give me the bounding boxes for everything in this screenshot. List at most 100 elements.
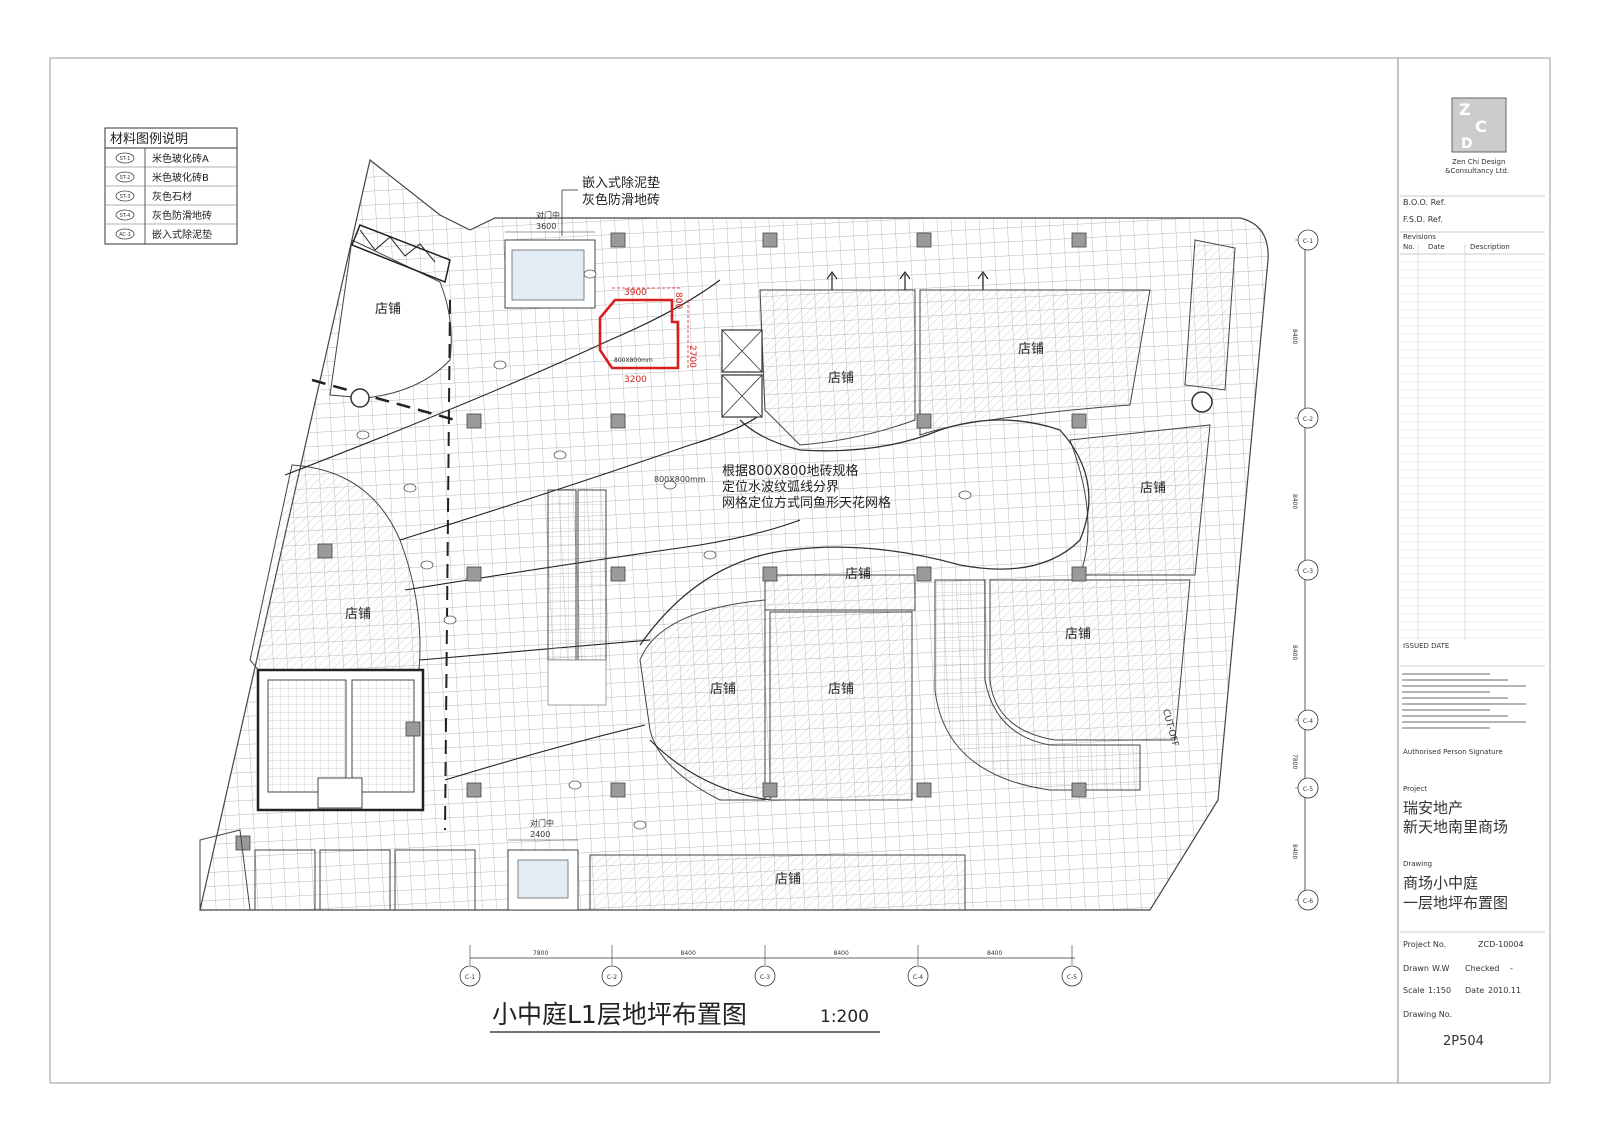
drawn-value: W.W <box>1432 964 1450 973</box>
date-value: 2010.11 <box>1488 986 1522 995</box>
shop-bottom <box>589 854 966 911</box>
trellis <box>351 224 451 284</box>
grid-bubble-label: C-5 <box>1303 786 1313 793</box>
drawing-label: Drawing <box>1403 860 1433 868</box>
shop-top-right <box>919 289 1151 436</box>
project-no-value: ZCD-10004 <box>1478 940 1524 949</box>
shop-right-middle <box>989 579 1191 741</box>
date-label: Date <box>1465 986 1485 995</box>
grid-bubble <box>1297 407 1319 429</box>
project-no-label: Project No. <box>1403 940 1447 949</box>
shop-label: 店铺 <box>775 872 801 887</box>
shop-label: 店铺 <box>845 567 871 582</box>
grid-bubble <box>1297 709 1319 731</box>
legend-code: ST-2 <box>120 175 131 181</box>
checked-value: - <box>1510 964 1513 973</box>
boo-ref: B.O.O. Ref. <box>1403 198 1446 207</box>
shop-label: 店铺 <box>1065 627 1091 642</box>
checked-label: Checked <box>1465 964 1500 973</box>
issued-date-label: ISSUED DATE <box>1403 642 1450 650</box>
grid-bubble-label: C-3 <box>1303 568 1313 575</box>
grid-bubble <box>1297 559 1319 581</box>
svg-text:C: C <box>1475 117 1487 136</box>
floor-markers <box>356 269 972 830</box>
project-label: Project <box>1403 785 1427 793</box>
grid-bubble-label: C-1 <box>465 974 475 981</box>
grid-note-line1: 根据800X800地砖规格 <box>722 463 859 479</box>
legend-label: 米色玻化砖B <box>152 171 209 184</box>
shop-label: 店铺 <box>375 302 401 317</box>
title-block: Z C D <box>1400 97 1545 933</box>
svg-text:D: D <box>1461 136 1473 152</box>
legend-symbol <box>115 190 135 202</box>
rev-no-label: No. <box>1403 243 1415 251</box>
grid-bubble <box>754 965 776 987</box>
service-room-3 <box>394 849 476 911</box>
sheet-border <box>49 57 1551 1084</box>
door-label-bottom: 对门中 <box>530 818 554 828</box>
service-room-2 <box>319 849 391 911</box>
door-arrows <box>826 270 989 290</box>
drawing-no-label: Drawing No. <box>1403 1010 1453 1019</box>
shop-label: 店铺 <box>1018 342 1044 357</box>
shop-middle-top <box>764 574 916 611</box>
legend-title: 材料图例说明 <box>110 132 188 147</box>
authorised-signature-label: Authorised Person Signature <box>1403 748 1503 756</box>
shop-label: 店铺 <box>828 682 854 697</box>
legend-code: AC-1 <box>119 232 131 238</box>
revisions-label: Revisions <box>1403 233 1436 241</box>
red-dim-top: 3900 <box>624 288 647 298</box>
grid-bubble-label: C-4 <box>1303 718 1313 725</box>
legend-code: ST-3 <box>120 194 131 200</box>
bottom-dimension: 8400 <box>681 950 696 957</box>
arc-line-5 <box>444 724 646 781</box>
escalator-landing <box>547 659 607 706</box>
grid-note-line2: 定位水波纹弧线分界 <box>722 480 839 495</box>
grid-bubble-label: C-4 <box>913 974 923 981</box>
grid-bubble-label: C-2 <box>1303 416 1313 423</box>
grid-bubble <box>459 965 481 987</box>
legend-label: 灰色石材 <box>152 190 192 203</box>
shop-upper-left <box>329 239 452 399</box>
svg-text:Z: Z <box>1459 100 1471 119</box>
shop-label: 店铺 <box>710 682 736 697</box>
drawing-line1: 商场小中庭 <box>1403 874 1479 892</box>
right-dimension: 8400 <box>1291 645 1298 660</box>
entrance-note-line1: 嵌入式除泥垫 <box>582 175 660 191</box>
project-line2: 新天地南里商场 <box>1403 818 1509 836</box>
toilet-room-left <box>267 679 347 793</box>
grid-bubble <box>1297 229 1319 251</box>
shop-right <box>1069 424 1211 576</box>
dashed-boundary-diagonal <box>311 378 456 422</box>
legend-code: ST-1 <box>120 156 131 162</box>
bottom-dimension: 8400 <box>987 950 1002 957</box>
arc-line-3 <box>404 519 801 591</box>
dashed-boundary-vertical <box>444 299 451 831</box>
door-dim-top: 3600 <box>536 222 556 231</box>
wave-boundary <box>639 419 1090 646</box>
arc-line-6 <box>649 739 771 801</box>
grid-bubble-label: C-6 <box>1303 898 1313 905</box>
shop-label: 店铺 <box>828 371 854 386</box>
company-name-line2: &Consultancy Ltd. <box>1445 167 1510 175</box>
entrance-mat-top <box>511 249 585 301</box>
legend-code: ST-4 <box>120 213 131 219</box>
ramp-right <box>1184 239 1236 391</box>
service-room-1 <box>254 849 316 911</box>
company-name-line1: Zen Chi Design <box>1452 158 1506 166</box>
drawing-line2: 一层地坪布置图 <box>1403 894 1509 912</box>
legend-symbol <box>115 228 135 240</box>
red-dim-bottom: 3200 <box>624 375 647 385</box>
shop-label: 店铺 <box>1140 481 1166 496</box>
red-dim-small: 800 <box>673 292 683 309</box>
round-column-right <box>1191 391 1213 413</box>
escalator-left <box>547 489 577 661</box>
right-dimension: 8400 <box>1291 494 1298 509</box>
scale-value: 1:150 <box>1428 986 1452 995</box>
drawing-no-value: 2P504 <box>1443 1034 1484 1049</box>
grid-bubble-label: C-3 <box>760 974 770 981</box>
toilet-accessible <box>317 777 363 809</box>
